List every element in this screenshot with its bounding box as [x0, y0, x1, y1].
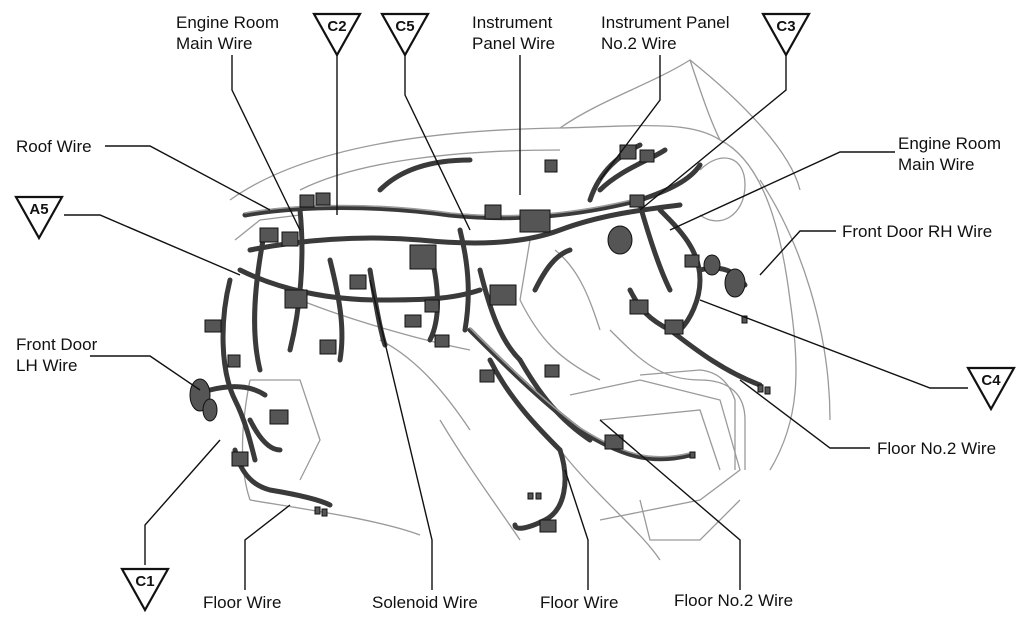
label-floor-wire-left: Floor Wire [203, 593, 281, 612]
label-front-door-rh-wire: Front Door RH Wire [842, 222, 992, 241]
label-front-door-lh-wire-line2: LH Wire [16, 356, 77, 375]
label-engine-room-main-wire-right-line2: Main Wire [898, 155, 975, 174]
marker-c1: C1 [120, 567, 170, 613]
label-front-door-lh-wire: Front Door LH Wire [16, 335, 98, 375]
label-instrument-panel-wire: Instrument Panel Wire [472, 13, 555, 53]
label-engine-room-main-wire-left-line2: Main Wire [176, 34, 253, 53]
marker-c5-label: C5 [395, 18, 414, 35]
label-solenoid-wire: Solenoid Wire [372, 593, 478, 612]
label-floor-wire-center: Floor Wire [540, 593, 618, 612]
marker-c2-label: C2 [327, 18, 346, 35]
label-engine-room-main-wire-left: Engine Room Main Wire [176, 13, 279, 53]
label-instrument-panel-wire-line2: Panel Wire [472, 34, 555, 53]
label-floor-no2-wire-right: Floor No.2 Wire [877, 439, 996, 458]
label-floor-no2-wire-bottom: Floor No.2 Wire [674, 591, 793, 610]
leader-lines [64, 55, 968, 590]
label-engine-room-main-wire-left-line1: Engine Room [176, 13, 279, 32]
label-instrument-panel-no2-wire-line2: No.2 Wire [601, 34, 677, 53]
dashboard-outline [229, 59, 831, 561]
wire-harness-bundles [207, 142, 763, 531]
label-instrument-panel-wire-line1: Instrument [472, 13, 553, 32]
harness-connectors [189, 144, 771, 533]
marker-c3-label: C3 [776, 18, 795, 35]
label-roof-wire: Roof Wire [16, 137, 92, 156]
marker-c2: C2 [312, 12, 362, 58]
marker-c4-label: C4 [981, 372, 1001, 389]
label-front-door-lh-wire-line1: Front Door [16, 335, 98, 354]
marker-a5: A5 [14, 195, 64, 241]
marker-c4: C4 [966, 366, 1016, 412]
label-instrument-panel-no2-wire: Instrument Panel No.2 Wire [601, 13, 730, 53]
marker-c1-label: C1 [135, 573, 154, 590]
marker-a5-label: A5 [29, 201, 48, 218]
label-instrument-panel-no2-wire-line1: Instrument Panel [601, 13, 730, 32]
label-engine-room-main-wire-right: Engine Room Main Wire [898, 134, 1001, 174]
marker-c5: C5 [380, 12, 430, 58]
marker-c3: C3 [761, 12, 811, 58]
label-engine-room-main-wire-right-line1: Engine Room [898, 134, 1001, 153]
